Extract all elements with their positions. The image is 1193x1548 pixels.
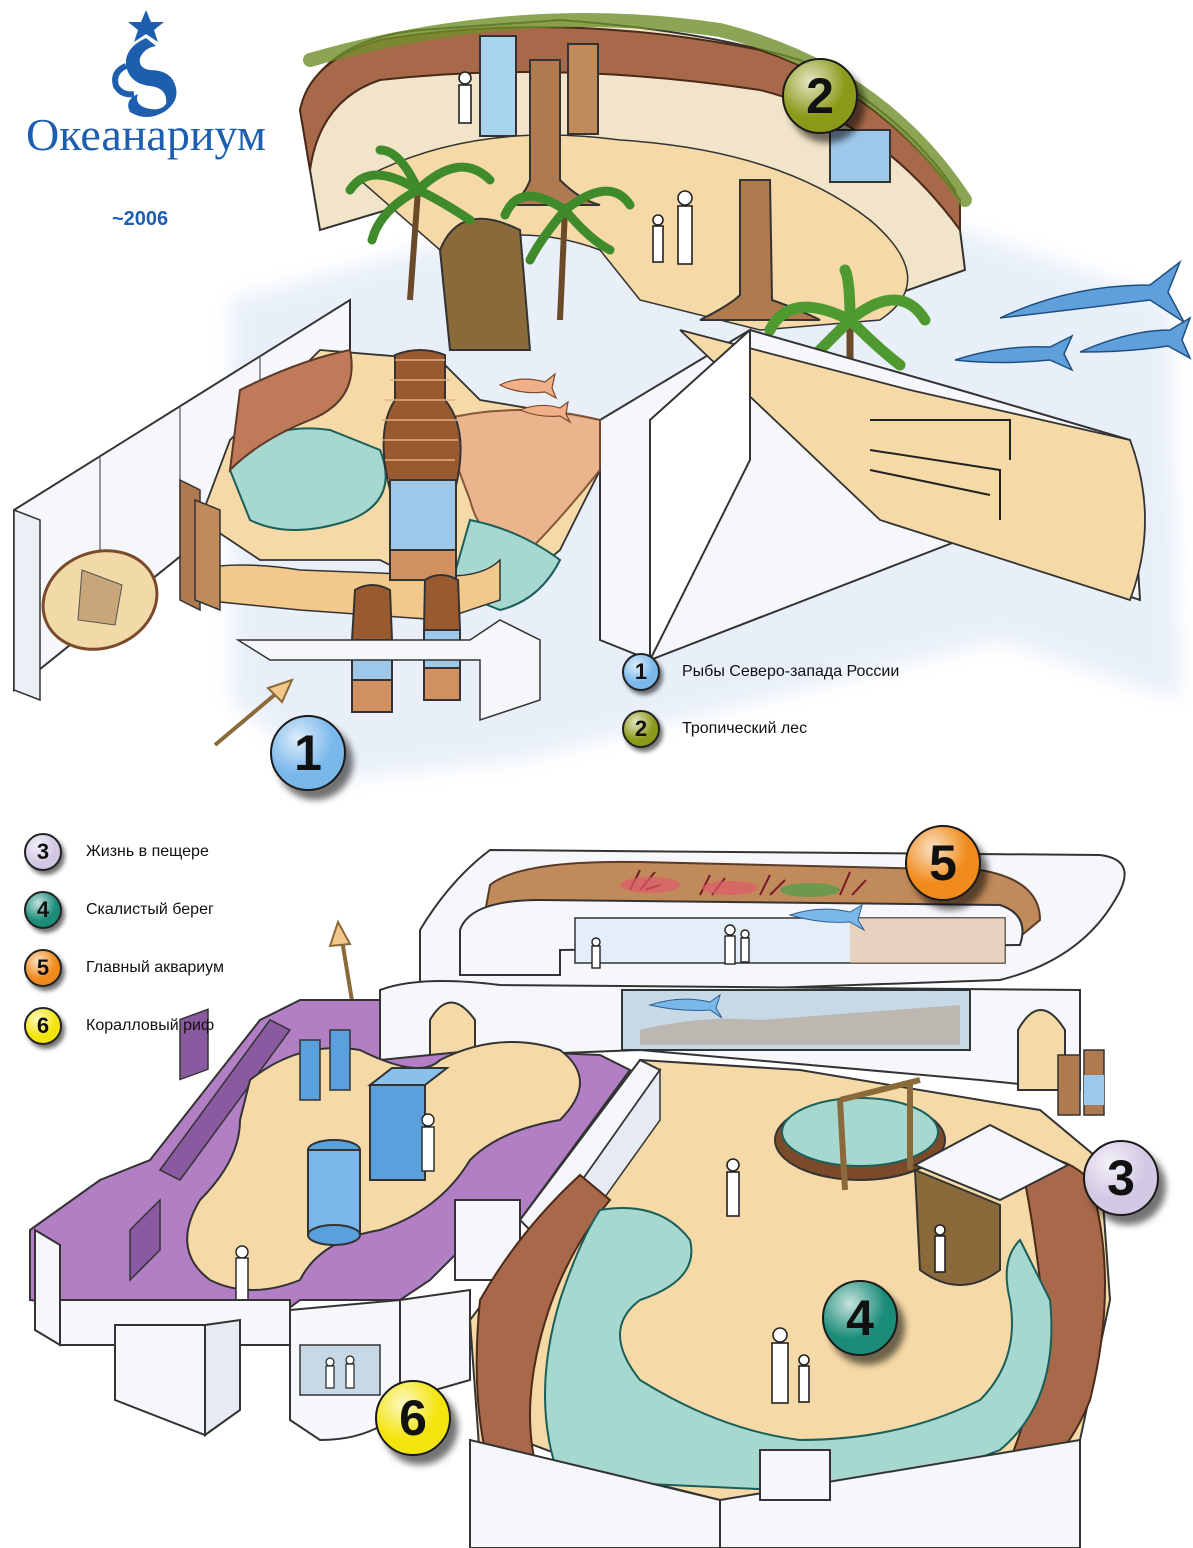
legend-lower: 3 Жизнь в пещере 4 Скалистый берег 5 Гла… [24,832,224,1063]
legend-item-2[interactable]: 2 Тропический лес [622,709,899,749]
zone-badge-4[interactable]: 4 [822,1280,898,1356]
legend-number-3: 3 [24,833,62,871]
legend-label-1: Рыбы Северо-запада России [682,663,900,680]
legend-item-5[interactable]: 5 Главный аквариум [24,948,224,988]
legend-upper: 1 Рыбы Северо-запада России 2 Тропически… [622,652,899,766]
zone-badge-2[interactable]: 2 [782,58,858,134]
seahorse-star-logo [112,10,177,117]
legend-number-6: 6 [24,1007,62,1045]
legend-item-6[interactable]: 6 Коралловый риф [24,1006,224,1046]
entrance-arrow-icon [213,678,294,747]
central-tank [382,349,462,581]
visitor-icon [458,71,693,265]
palm-tree-icon [345,145,495,301]
shark-icon [954,259,1192,372]
legend-number-5: 5 [24,949,62,987]
legend-item-3[interactable]: 3 Жизнь в пещере [24,832,224,872]
legend-number-2: 2 [622,710,660,748]
zone-badge-1[interactable]: 1 [270,715,346,791]
visitor-icon [726,1158,946,1404]
lower-level [29,848,1126,1548]
zone-badge-5[interactable]: 5 [905,825,981,901]
small-tank [422,574,462,701]
brand-year: ~2006 [112,208,169,230]
legend-label-6: Коралловый риф [86,1017,215,1034]
legend-label-4: Скалистый берег [86,901,214,918]
zone-badge-3[interactable]: 3 [1083,1140,1159,1216]
legend-label-5: Главный аквариум [86,959,224,976]
zone-badge-6[interactable]: 6 [375,1380,451,1456]
legend-number-1: 1 [622,653,660,691]
legend-item-1[interactable]: 1 Рыбы Северо-запада России [622,652,899,692]
legend-label-2: Тропический лес [682,720,808,737]
legend-item-4[interactable]: 4 Скалистый берег [24,890,224,930]
brand-name: Океанариум [26,109,266,160]
palm-tree-icon [500,186,635,321]
brand-logo: Океанариум ~2006 [0,8,290,238]
legend-number-4: 4 [24,891,62,929]
legend-label-3: Жизнь в пещере [86,843,209,860]
